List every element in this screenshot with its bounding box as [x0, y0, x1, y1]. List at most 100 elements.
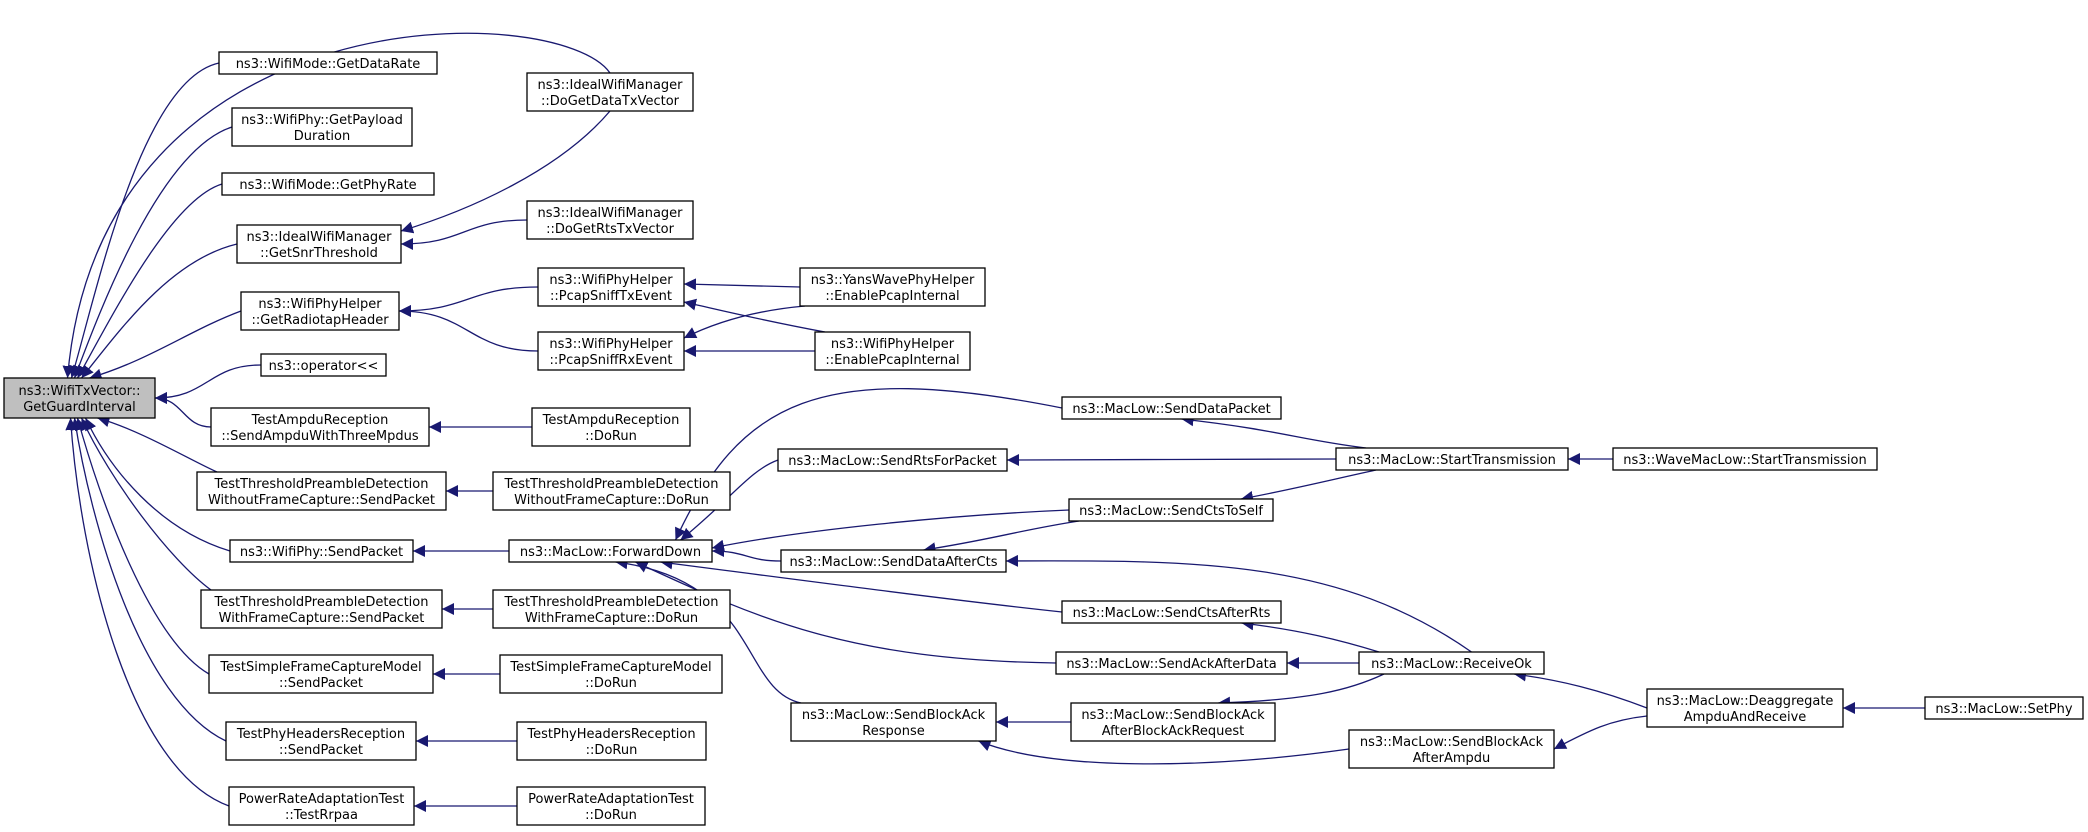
node-box: [221, 172, 435, 196]
edge-receiveOk-to-sendDataAfterCts: [1005, 554, 1472, 653]
node-label-line: TestAmpduReception: [251, 413, 389, 428]
node-operatorShift[interactable]: ns3::operator<<: [260, 353, 387, 377]
node-label-line: ns3::MacLow::SendBlockAck: [802, 708, 986, 723]
node-label-line: ::GetSnrThreshold: [260, 246, 378, 261]
node-receiveOk[interactable]: ns3::MacLow::ReceiveOk: [1358, 651, 1545, 675]
node-label-line: ns3::IdealWifiManager: [537, 78, 683, 93]
edge-startTx-to-sendCtsToSelf: [1240, 469, 1377, 503]
node-sendBlockAckAfterReq[interactable]: ns3::MacLow::SendBlockAckAfterBlockAckRe…: [1070, 702, 1276, 742]
node-waveStartTx[interactable]: ns3::WaveMacLow::StartTransmission: [1612, 447, 1878, 471]
node-yansEnable[interactable]: ns3::YansWavePhyHelper::EnablePcapIntern…: [799, 267, 986, 307]
edge-pcapTx-to-getRadiotapHeader: [398, 286, 539, 317]
node-label-line: TestSimpleFrameCaptureModel: [509, 660, 711, 675]
node-box: [526, 200, 694, 240]
edge-operatorShift-to-root: [154, 364, 262, 404]
node-label-line: TestThresholdPreambleDetection: [504, 595, 719, 610]
node-label-line: WithFrameCapture::DoRun: [525, 611, 698, 626]
node-box: [492, 471, 731, 511]
node-getRadiotapHeader[interactable]: ns3::WifiPhyHelper::GetRadiotapHeader: [240, 291, 400, 331]
node-sendDataPacket[interactable]: ns3::MacLow::SendDataPacket: [1061, 396, 1282, 420]
node-label-line: ns3::IdealWifiManager: [246, 230, 392, 245]
node-testRrpaa[interactable]: PowerRateAdaptationTest::TestRrpaa: [228, 786, 415, 826]
node-setPhy[interactable]: ns3::MacLow::SetPhy: [1924, 696, 2084, 720]
node-wifiEnable[interactable]: ns3::WifiPhyHelper::EnablePcapInternal: [814, 331, 971, 371]
node-box: [537, 331, 685, 371]
node-label-line: ns3::MacLow::SendCtsToSelf: [1079, 504, 1263, 519]
node-label-line: WithoutFrameCapture::SendPacket: [208, 493, 435, 508]
node-root[interactable]: ns3::WifiTxVector::GetGuardInterval: [3, 377, 156, 419]
node-label-line: ns3::MacLow::SendBlockAck: [1360, 735, 1544, 750]
node-threshWithRun[interactable]: TestThresholdPreambleDetectionWithFrameC…: [492, 589, 731, 629]
edge-sendCtsToSelf-to-sendDataAfterCts: [923, 520, 1080, 555]
node-label-line: ::DoRun: [585, 676, 637, 691]
edge-sendBlockAckAfterAmpdu-to-sendBlockAckResp: [978, 739, 1350, 765]
node-label-line: ns3::MacLow::SendCtsAfterRts: [1073, 606, 1271, 621]
node-label-line: ::DoRun: [585, 429, 637, 444]
node-sendCtsAfterRts[interactable]: ns3::MacLow::SendCtsAfterRts: [1061, 600, 1282, 624]
node-doGetRtsTx[interactable]: ns3::IdealWifiManager::DoGetRtsTxVector: [526, 200, 694, 240]
edge-sendRts-to-forwardDown: [680, 459, 779, 541]
node-label-line: ns3::YansWavePhyHelper: [811, 273, 975, 288]
node-box: [240, 291, 400, 331]
node-threshWithSend[interactable]: TestThresholdPreambleDetectionWithFrameC…: [200, 589, 443, 629]
node-threshWithoutSend[interactable]: TestThresholdPreambleDetectionWithoutFra…: [196, 471, 447, 511]
node-label-line: ns3::MacLow::ForwardDown: [520, 545, 701, 560]
node-label-line: ::GetRadiotapHeader: [251, 313, 389, 328]
node-label-line: ::SendPacket: [279, 743, 363, 758]
node-label-line: Response: [862, 724, 924, 739]
node-label-line: ns3::WifiMode::GetPhyRate: [239, 178, 416, 193]
edge-deaggregate-to-receiveOk: [1513, 669, 1648, 709]
node-getSnrThreshold[interactable]: ns3::IdealWifiManager::GetSnrThreshold: [236, 224, 402, 264]
node-phyHeadersRun[interactable]: TestPhyHeadersReception::DoRun: [516, 721, 707, 761]
node-label-line: WithoutFrameCapture::DoRun: [514, 493, 709, 508]
edge-yansEnable-to-pcapTx: [683, 278, 801, 291]
node-label-line: ns3::WifiMode::GetDataRate: [236, 57, 421, 72]
node-label-line: ns3::WifiPhyHelper: [258, 297, 382, 312]
node-label-line: ::SendPacket: [279, 676, 363, 691]
node-box: [1358, 651, 1545, 675]
node-sendAmpdu3[interactable]: TestAmpduReception::SendAmpduWithThreeMp…: [210, 407, 430, 447]
node-sendRts[interactable]: ns3::MacLow::SendRtsForPacket: [777, 448, 1008, 472]
node-box: [3, 377, 156, 419]
node-box: [218, 51, 438, 75]
node-label-line: PowerRateAdaptationTest: [528, 792, 694, 807]
node-label-line: ns3::WifiTxVector::: [18, 384, 140, 399]
node-startTx[interactable]: ns3::MacLow::StartTransmission: [1335, 447, 1569, 471]
edge-startTx-to-sendDataPacket: [1181, 414, 1367, 449]
node-phyHeadersSend[interactable]: TestPhyHeadersReception::SendPacket: [225, 721, 417, 761]
node-ampduDoRun[interactable]: TestAmpduReception::DoRun: [531, 407, 691, 447]
node-getDataRate[interactable]: ns3::WifiMode::GetDataRate: [218, 51, 438, 75]
node-forwardDown[interactable]: ns3::MacLow::ForwardDown: [508, 539, 713, 563]
node-label-line: ::PcapSniffRxEvent: [550, 353, 673, 368]
node-rateAdaptRun[interactable]: PowerRateAdaptationTest::DoRun: [516, 786, 706, 826]
node-pcapTx[interactable]: ns3::WifiPhyHelper::PcapSniffTxEvent: [537, 267, 685, 307]
node-label-line: ns3::MacLow::Deaggregate: [1657, 694, 1834, 709]
node-threshWithoutRun[interactable]: TestThresholdPreambleDetectionWithoutFra…: [492, 471, 731, 511]
node-simpleCapRun[interactable]: TestSimpleFrameCaptureModel::DoRun: [499, 654, 723, 694]
node-box: [1646, 688, 1844, 728]
node-pcapRx[interactable]: ns3::WifiPhyHelper::PcapSniffRxEvent: [537, 331, 685, 371]
node-sendDataAfterCts[interactable]: ns3::MacLow::SendDataAfterCts: [780, 549, 1007, 573]
edge-simpleCapSend-to-root: [74, 417, 210, 675]
node-getPhyRate[interactable]: ns3::WifiMode::GetPhyRate: [221, 172, 435, 196]
node-doGetDataTx[interactable]: ns3::IdealWifiManager::DoGetDataTxVector: [526, 72, 694, 112]
node-sendAckAfterData[interactable]: ns3::MacLow::SendAckAfterData: [1055, 651, 1288, 675]
edge-receiveOk-to-sendCtsAfterRts: [1241, 618, 1380, 653]
node-label-line: ns3::MacLow::SendDataAfterCts: [790, 555, 998, 570]
node-label-line: ::PcapSniffTxEvent: [550, 289, 672, 304]
node-box: [799, 267, 986, 307]
node-label-line: ns3::MacLow::SendRtsForPacket: [788, 454, 997, 469]
node-wifiPhySendPacket[interactable]: ns3::WifiPhy::SendPacket: [229, 539, 414, 563]
node-label-line: TestAmpduReception: [542, 413, 680, 428]
node-label-line: ns3::operator<<: [269, 359, 379, 374]
edge-wifiPhySendPacket-to-root: [84, 417, 231, 552]
node-sendCtsToSelf[interactable]: ns3::MacLow::SendCtsToSelf: [1068, 498, 1274, 522]
node-label-line: AfterBlockAckRequest: [1102, 724, 1245, 739]
edge-sendAckAfterData-to-forwardDown: [635, 561, 1057, 664]
node-simpleCapSend[interactable]: TestSimpleFrameCaptureModel::SendPacket: [208, 654, 434, 694]
node-box: [777, 448, 1008, 472]
